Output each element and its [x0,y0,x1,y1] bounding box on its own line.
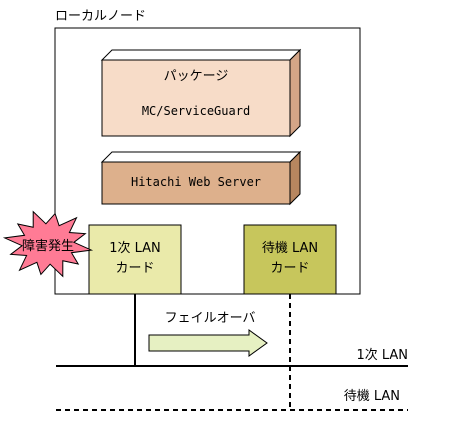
package-box-side [289,48,301,138]
primary-lan-card-box [88,224,182,295]
node-label: ローカルノード [55,9,146,24]
failover-arrow: フェイルオーバ [148,311,268,357]
web-server-box-face [101,161,291,205]
standby-lan-card-line2: カード [270,261,309,276]
web-server-box-top [100,151,302,163]
failure-burst: 障害発生 [2,210,94,278]
failure-burst-shape [2,210,94,278]
primary-lan-card: 1次 LAN カード [88,224,182,295]
standby-lan-card: 待機 LAN カード [243,224,337,295]
standby-lan-card-line1: 待機 LAN [262,241,318,256]
package-subtitle: MC/ServiceGuard [142,104,250,118]
primary-lan-card-line1: 1次 LAN [109,240,161,256]
package-title: パッケージ [164,69,229,84]
web-server-label: Hitachi Web Server [131,175,261,189]
package-box: パッケージ MC/ServiceGuard [100,48,302,138]
web-server-box-side [289,150,301,206]
web-server-box: Hitachi Web Server [100,150,302,206]
package-box-face [101,59,291,137]
standby-lan-label: 待機 LAN [344,389,400,404]
standby-lan-card-box [243,224,337,295]
failover-arrow-shape [148,329,268,357]
primary-lan-card-line2: カード [115,261,154,276]
failover-label: フェイルオーバ [165,311,256,326]
primary-lan-label: 1次 LAN [356,347,408,363]
failure-burst-label: 障害発生 [22,238,74,254]
package-box-top [100,49,302,61]
